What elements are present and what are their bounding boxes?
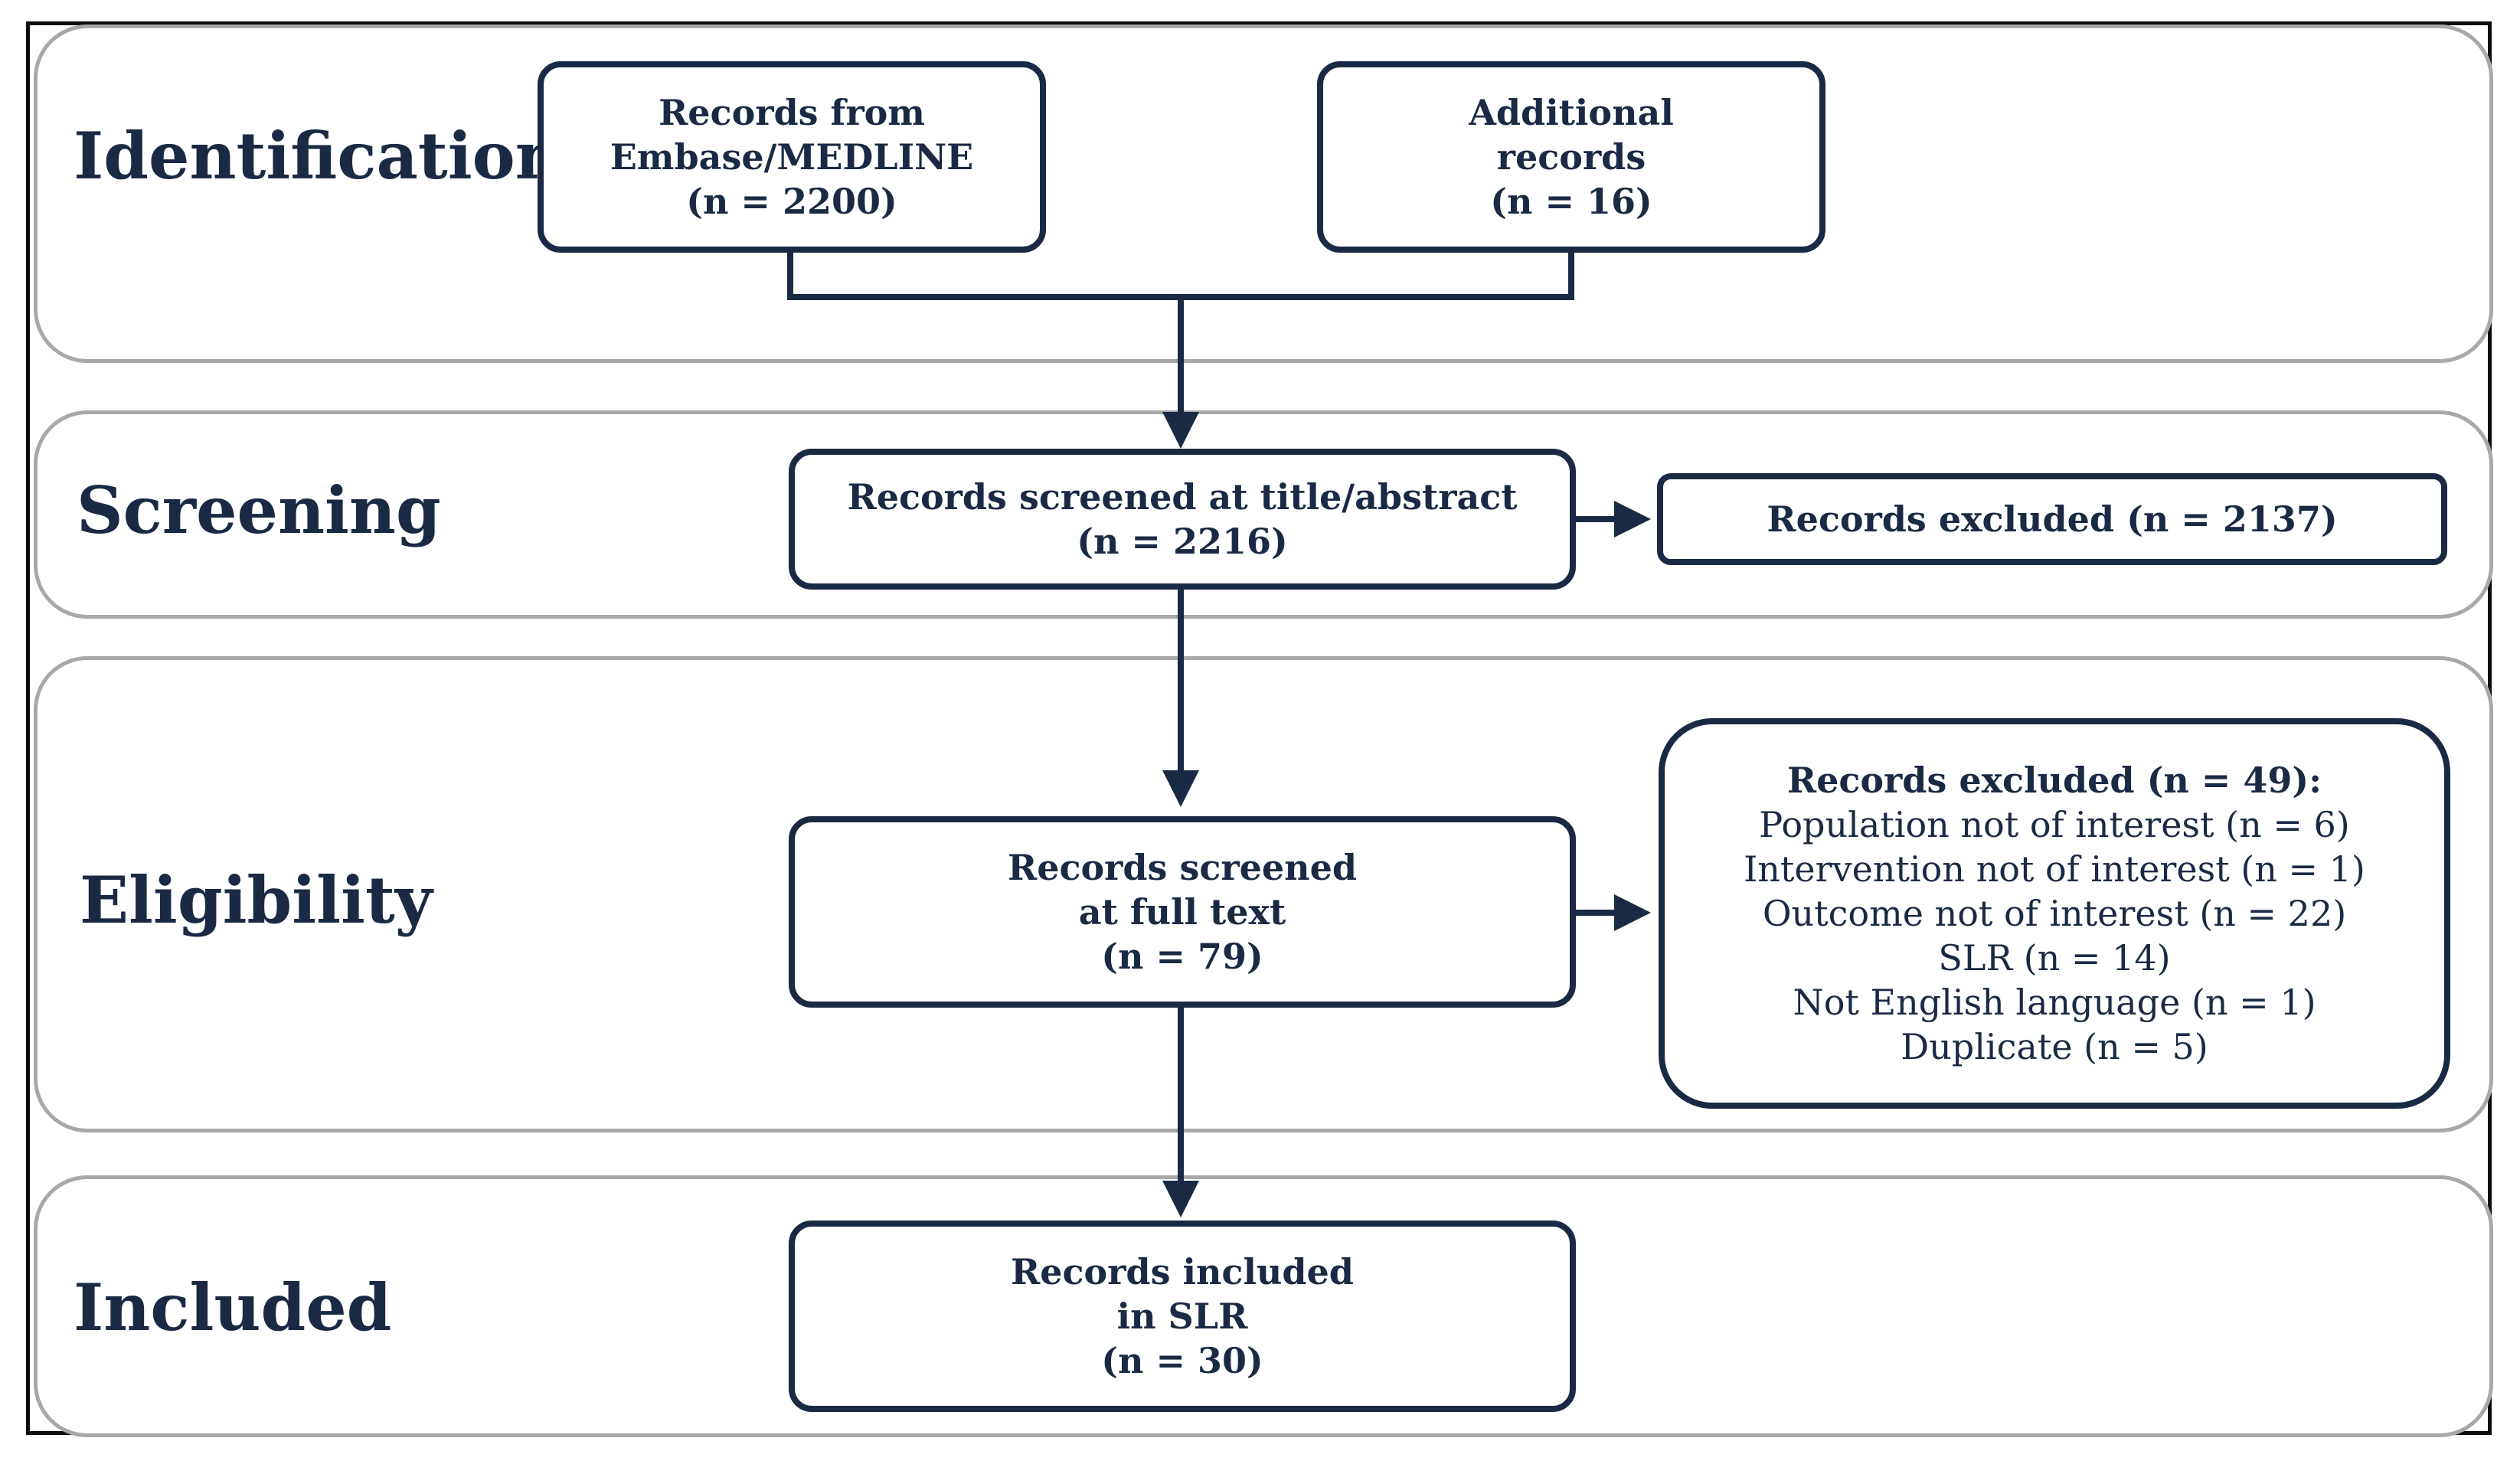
box-line: at full text bbox=[1078, 891, 1286, 933]
exclusion-reason: SLR (n = 14) bbox=[1938, 937, 2171, 979]
box-excluded-title-abstract: Records excluded (n = 2137) bbox=[1657, 473, 2447, 565]
box-screened-full-text: Records screened at full text (n = 79) bbox=[789, 816, 1576, 1008]
box-excluded-full-text: Records excluded (n = 49): Population no… bbox=[1659, 718, 2450, 1109]
box-records-included: Records included in SLR (n = 30) bbox=[789, 1221, 1576, 1412]
box-embase-medline: Records from Embase/MEDLINE (n = 2200) bbox=[538, 61, 1046, 253]
box-line: (n = 79) bbox=[1101, 936, 1263, 977]
exclusion-reason: Not English language (n = 1) bbox=[1793, 982, 2316, 1023]
stage-label-identification: Identification bbox=[74, 118, 562, 194]
box-line: Records excluded (n = 2137) bbox=[1767, 498, 2338, 540]
box-line: Records screened at title/abstract bbox=[847, 476, 1518, 518]
box-line: (n = 30) bbox=[1101, 1340, 1263, 1381]
exclusion-reason: Outcome not of interest (n = 22) bbox=[1762, 893, 2347, 934]
box-line: Embase/MEDLINE bbox=[610, 136, 974, 178]
stage-label-eligibility: Eligibility bbox=[80, 862, 433, 938]
box-screened-title-abstract: Records screened at title/abstract (n = … bbox=[789, 449, 1576, 590]
box-line: Records included bbox=[1011, 1251, 1354, 1292]
box-line: records bbox=[1496, 136, 1646, 178]
box-line: Records screened bbox=[1007, 847, 1358, 888]
box-additional-records: Additional records (n = 16) bbox=[1317, 61, 1825, 253]
exclusion-reason: Duplicate (n = 5) bbox=[1901, 1026, 2208, 1067]
box-line: (n = 16) bbox=[1490, 181, 1652, 222]
box-line: Records from bbox=[659, 92, 925, 133]
box-line: in SLR bbox=[1116, 1296, 1248, 1337]
excluded-heading: Records excluded (n = 49): bbox=[1786, 760, 2322, 801]
exclusion-reason: Intervention not of interest (n = 1) bbox=[1744, 848, 2365, 890]
stage-identification bbox=[34, 25, 2493, 363]
stage-label-screening: Screening bbox=[77, 472, 441, 548]
stage-label-included: Included bbox=[74, 1270, 392, 1345]
merge-connector bbox=[787, 253, 1574, 300]
exclusion-reason: Population not of interest (n = 6) bbox=[1759, 804, 2350, 845]
box-line: (n = 2216) bbox=[1077, 521, 1288, 562]
box-line: Additional bbox=[1469, 92, 1674, 133]
box-line: (n = 2200) bbox=[686, 181, 897, 222]
